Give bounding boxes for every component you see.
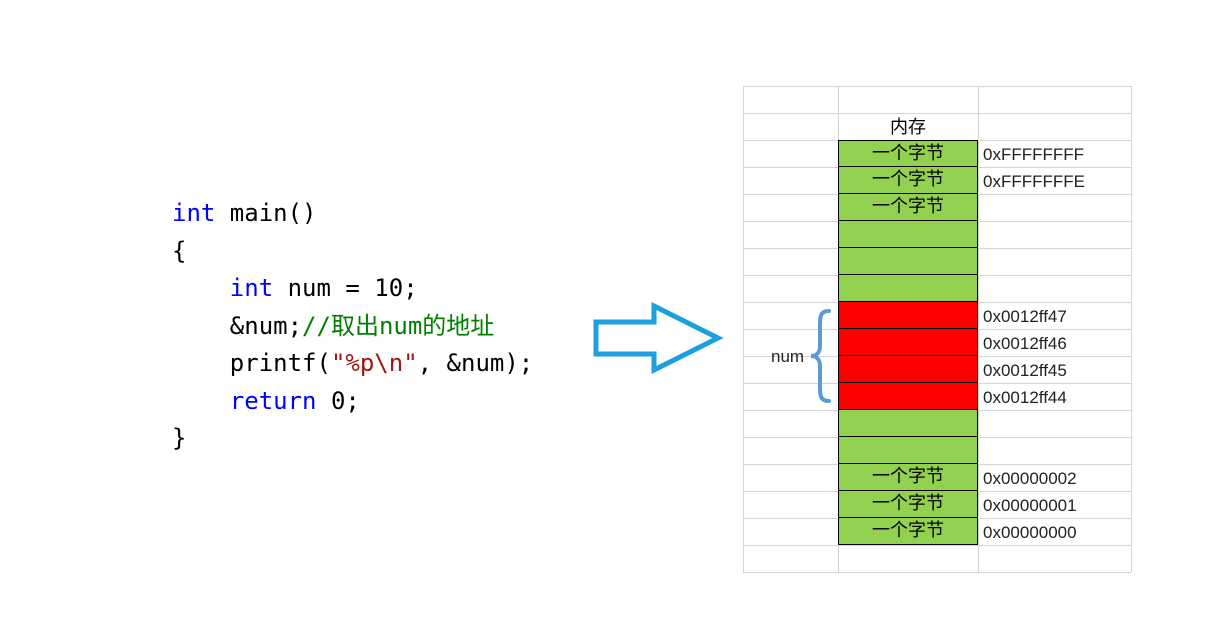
code-line-7: }	[172, 424, 187, 452]
num-byte	[838, 302, 978, 329]
curly-brace-icon	[810, 309, 831, 403]
memory-byte	[838, 275, 978, 302]
code-line-2: {	[172, 236, 187, 265]
num-byte	[838, 356, 978, 383]
memory-byte: 一个字节	[838, 518, 978, 545]
address-label: 0x00000002	[983, 469, 1077, 488]
num-byte	[838, 329, 978, 356]
address-label: 0xFFFFFFFE	[983, 172, 1085, 191]
address-label: 0x0012ff46	[983, 334, 1067, 353]
grid-line	[743, 572, 1131, 573]
grid-line	[743, 86, 1131, 87]
code-line-3: int num = 10;	[229, 274, 418, 302]
memory-byte: 一个字节	[838, 491, 978, 518]
address-label: 0x0012ff47	[983, 307, 1067, 326]
right-arrow-icon	[593, 302, 724, 374]
code-line-4: &num;//取出num的地址	[229, 311, 495, 340]
address-label: 0x00000001	[983, 496, 1077, 515]
memory-byte: 一个字节	[838, 464, 978, 491]
address-label: 0xFFFFFFFF	[983, 145, 1085, 164]
memory-byte: 一个字节	[838, 194, 978, 221]
code-line-6: return 0;	[229, 386, 360, 415]
memory-byte	[838, 221, 978, 248]
code-line-5: printf("%p\n", &num);	[229, 349, 534, 377]
memory-byte: 一个字节	[838, 167, 978, 194]
memory-byte: 一个字节	[838, 140, 978, 167]
code-comment: //取出num的地址	[302, 311, 495, 340]
code-line-1: int main()	[172, 199, 317, 227]
grid-line	[1131, 86, 1132, 572]
num-variable-label: num	[771, 347, 805, 366]
address-label: 0x00000000	[983, 523, 1077, 542]
num-byte	[838, 383, 978, 410]
code-snippet: int main() { int num = 10; &num;//取出num的…	[172, 195, 533, 458]
address-label: 0x0012ff44	[983, 388, 1067, 407]
memory-byte	[838, 248, 978, 275]
memory-byte	[838, 437, 978, 464]
code-string: "%p\n"	[330, 349, 418, 377]
grid-line	[743, 113, 1131, 114]
address-label: 0x0012ff45	[983, 361, 1067, 380]
grid-line	[743, 545, 1131, 546]
memory-byte	[838, 410, 978, 437]
memory-header: 内存	[890, 117, 926, 138]
